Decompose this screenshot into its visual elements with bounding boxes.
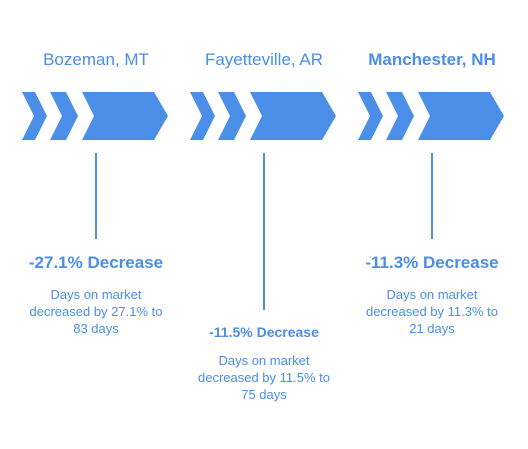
city-label: Bozeman, MT: [43, 50, 149, 69]
description-line: decreased by 27.1% to: [29, 304, 163, 319]
description-line: 75 days: [241, 387, 287, 402]
change-description: Days on market decreased by 11.3% to 21 …: [352, 286, 512, 337]
description-line: Days on market: [386, 287, 478, 302]
description-line: Days on market: [218, 353, 310, 368]
chevron-arrows-icon: [190, 92, 340, 140]
change-description: Days on market decreased by 11.5% to 75 …: [184, 352, 344, 403]
description-line: decreased by 11.5% to: [197, 370, 330, 385]
step-bozeman: Bozeman, MT -27.1% Decrease Days on mark…: [12, 0, 180, 449]
step-manchester: Manchester, NH -11.3% Decrease Days on m…: [348, 0, 516, 449]
description-line: decreased by 11.3% to: [365, 304, 498, 319]
city-label: Fayetteville, AR: [204, 50, 324, 69]
city-label: Manchester, NH: [368, 50, 496, 69]
description-line: 83 days: [73, 321, 119, 336]
change-description: Days on market decreased by 27.1% to 83 …: [16, 286, 176, 337]
chevron-arrows-icon: [358, 92, 508, 140]
connector-line: [263, 153, 265, 310]
description-line: 21 days: [409, 321, 455, 336]
change-headline: -11.5% Decrease: [209, 324, 319, 340]
description-line: Days on market: [50, 287, 142, 302]
connector-line: [431, 153, 433, 239]
change-headline: -11.3% Decrease: [365, 253, 499, 272]
chevron-arrows-icon: [22, 92, 172, 140]
connector-line: [95, 153, 97, 239]
change-headline: -27.1% Decrease: [28, 253, 164, 272]
step-fayetteville: Fayetteville, AR -11.5% Decrease Days on…: [180, 0, 348, 449]
